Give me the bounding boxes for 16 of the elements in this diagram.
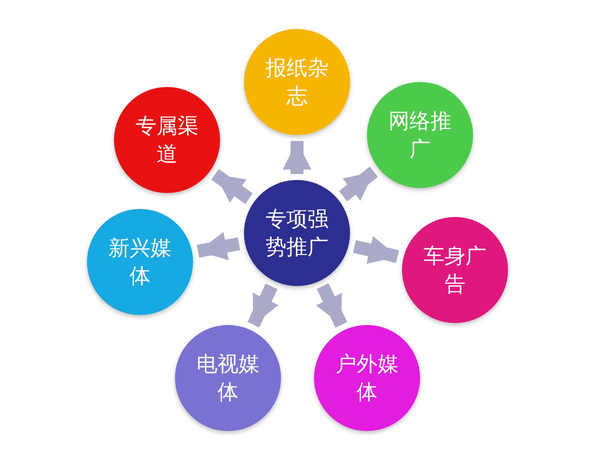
circle-label: 网络推广: [388, 108, 452, 163]
circle-label: 电视媒体: [196, 351, 260, 406]
block-arrow: [211, 169, 253, 204]
block-arrow: [196, 232, 240, 260]
block-arrow: [339, 166, 378, 202]
circle-label: 户外媒体: [334, 351, 400, 406]
block-arrow: [352, 236, 400, 264]
block-arrow: [316, 283, 348, 328]
circle-label: 专项强势推广: [264, 206, 330, 261]
circle-label: 车身广告: [422, 243, 488, 298]
block-arrow: [247, 283, 279, 328]
circle-label: 新兴媒体: [108, 235, 172, 290]
block-arrow: [282, 141, 312, 174]
category-circle: [244, 180, 350, 286]
circle-label: 报纸杂志: [264, 55, 330, 110]
circle-label: 专属渠道: [134, 113, 200, 168]
